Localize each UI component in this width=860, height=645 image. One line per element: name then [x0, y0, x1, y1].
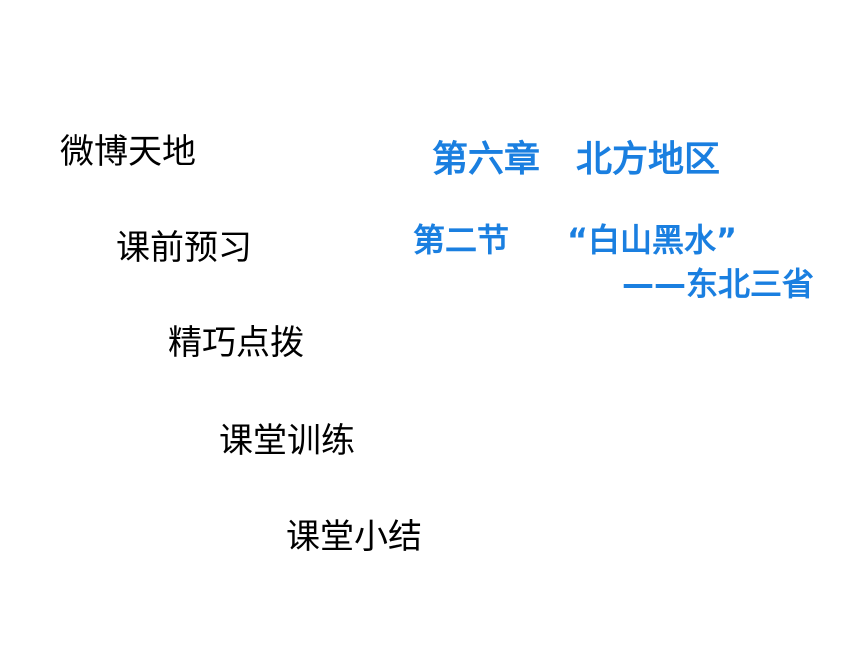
section-title: “白山黑水” [567, 221, 738, 259]
nav-link-class-summary[interactable]: 课堂小结 [286, 517, 422, 557]
section-subtitle: ——东北三省 [622, 265, 815, 303]
nav-link-preview[interactable]: 课前预习 [116, 228, 252, 268]
chapter-title: 第六章 北方地区 [432, 139, 721, 180]
nav-link-class-exercises[interactable]: 课堂训练 [219, 421, 355, 461]
section-number: 第二节 [413, 221, 510, 259]
nav-link-weibo-tiandi[interactable]: 微博天地 [60, 132, 196, 172]
nav-link-key-points[interactable]: 精巧点拨 [168, 323, 304, 363]
